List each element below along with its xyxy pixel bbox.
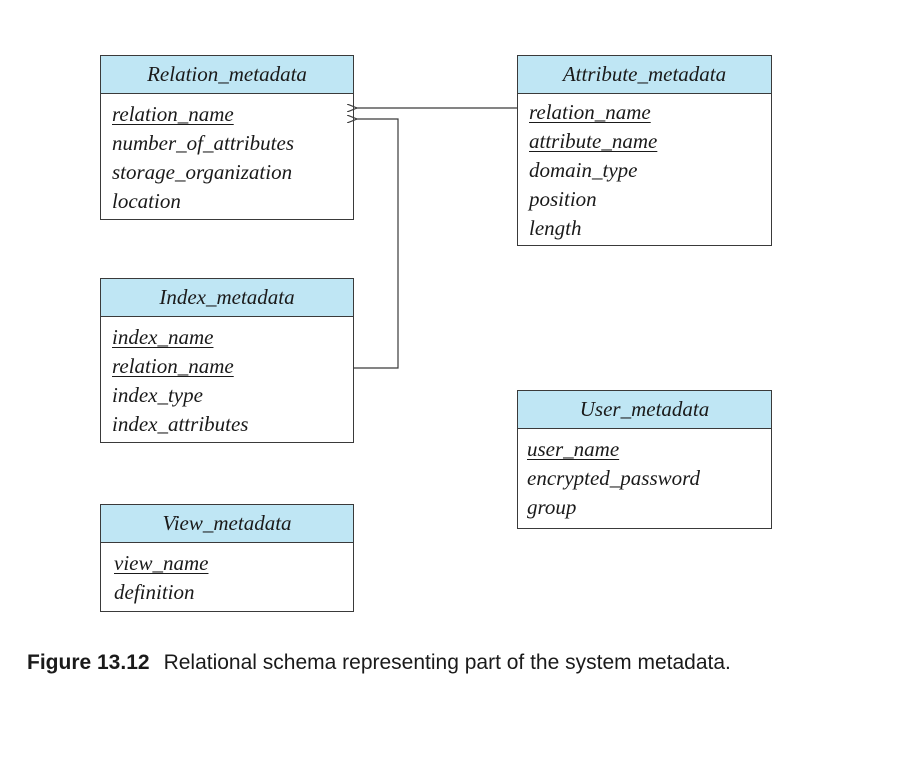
index-metadata-header: Index_metadata: [101, 279, 353, 317]
attribute-row: encrypted_password: [527, 466, 701, 490]
index-to-relation-connector: [354, 119, 399, 369]
figure-label: Figure 13.12: [27, 651, 150, 674]
attribute-row: index_type: [112, 383, 203, 407]
attribute-row: number_of_attributes: [112, 131, 294, 155]
attribute-metadata-attributes: relation_name attribute_name domain_type…: [518, 94, 771, 243]
view-metadata-header: View_metadata: [101, 505, 353, 543]
attribute-row: group: [527, 495, 577, 519]
view-metadata-table: View_metadata view_name definition: [100, 504, 354, 612]
attribute-metadata-table: Attribute_metadata relation_name attribu…: [517, 55, 772, 246]
attribute-row: attribute_name: [529, 129, 658, 153]
attribute-metadata-header: Attribute_metadata: [518, 56, 771, 94]
attribute-row: user_name: [527, 437, 620, 461]
figure-caption: Figure 13.12 Relational schema representi…: [27, 651, 731, 675]
attribute-row: location: [112, 189, 181, 213]
attribute-row: domain_type: [529, 158, 638, 182]
relation-metadata-table: Relation_metadata relation_name number_o…: [100, 55, 354, 220]
attribute-row: position: [529, 187, 597, 211]
index-metadata-attributes: index_name relation_name index_type inde…: [101, 317, 353, 439]
attribute-row: relation_name: [112, 102, 234, 126]
user-metadata-attributes: user_name encrypted_password group: [518, 429, 771, 522]
attribute-row: relation_name: [529, 100, 651, 124]
attribute-row: index_attributes: [112, 412, 249, 436]
view-metadata-attributes: view_name definition: [101, 543, 353, 607]
attribute-row: relation_name: [112, 354, 234, 378]
attribute-row: definition: [114, 580, 195, 604]
figure-caption-text: Relational schema representing part of t…: [163, 651, 731, 674]
attribute-row: index_name: [112, 325, 214, 349]
attribute-row: view_name: [114, 551, 209, 575]
relation-metadata-attributes: relation_name number_of_attributes stora…: [101, 94, 353, 216]
user-metadata-header: User_metadata: [518, 391, 771, 429]
index-metadata-table: Index_metadata index_name relation_name …: [100, 278, 354, 443]
attribute-row: storage_organization: [112, 160, 293, 184]
relation-metadata-header: Relation_metadata: [101, 56, 353, 94]
attribute-row: length: [529, 216, 582, 240]
user-metadata-table: User_metadata user_name encrypted_passwo…: [517, 390, 772, 529]
